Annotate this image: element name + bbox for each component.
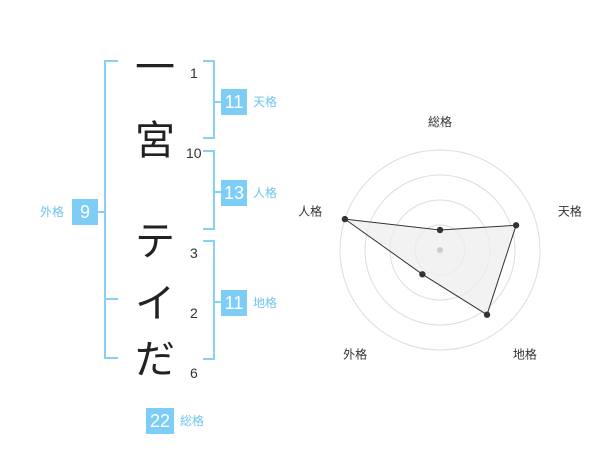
radar-axis-label: 天格 xyxy=(558,204,582,219)
gaikaku-label: 外格 xyxy=(40,205,65,219)
radar-point xyxy=(419,271,426,278)
chikaku-label: 地格 xyxy=(253,296,278,310)
radar-point xyxy=(341,215,349,223)
stroke-count-1: 1 xyxy=(190,65,198,81)
radar-axis-label: 総格 xyxy=(428,114,452,129)
radar-point xyxy=(512,222,520,229)
stroke-count-3: 3 xyxy=(190,245,198,261)
radar-area xyxy=(344,218,517,316)
jinkaku-label: 人格 xyxy=(253,186,278,200)
stroke-count-5: 6 xyxy=(190,365,198,381)
name-char-1: 一 xyxy=(135,45,175,91)
jinkaku-value: 13 xyxy=(221,180,247,206)
name-char-3: テ xyxy=(135,219,175,265)
radar-axis-label: 外格 xyxy=(343,346,367,361)
radar-ring xyxy=(364,174,516,326)
tenkaku-label: 天格 xyxy=(253,95,278,109)
tenkaku-value: 11 xyxy=(221,89,247,115)
radar-point xyxy=(436,226,444,234)
radar-points xyxy=(341,215,520,318)
soukaku-value: 22 xyxy=(146,408,174,434)
stroke-count-2: 10 xyxy=(186,145,202,161)
name-char-5: だ xyxy=(135,337,175,383)
radar-axis-label: 地格 xyxy=(513,346,537,361)
radar-point xyxy=(483,311,491,318)
stroke-count-4: 2 xyxy=(190,305,198,321)
chikaku-value: 11 xyxy=(221,290,247,316)
radar-axis-label: 人格 xyxy=(298,204,322,219)
name-char-4: イ xyxy=(135,281,175,327)
soukaku-label: 総格 xyxy=(180,414,205,428)
radar-center-dot xyxy=(437,247,443,253)
radar-ring xyxy=(339,149,541,351)
gaikaku-value: 9 xyxy=(72,199,98,225)
name-char-2: 宮 xyxy=(135,118,175,164)
